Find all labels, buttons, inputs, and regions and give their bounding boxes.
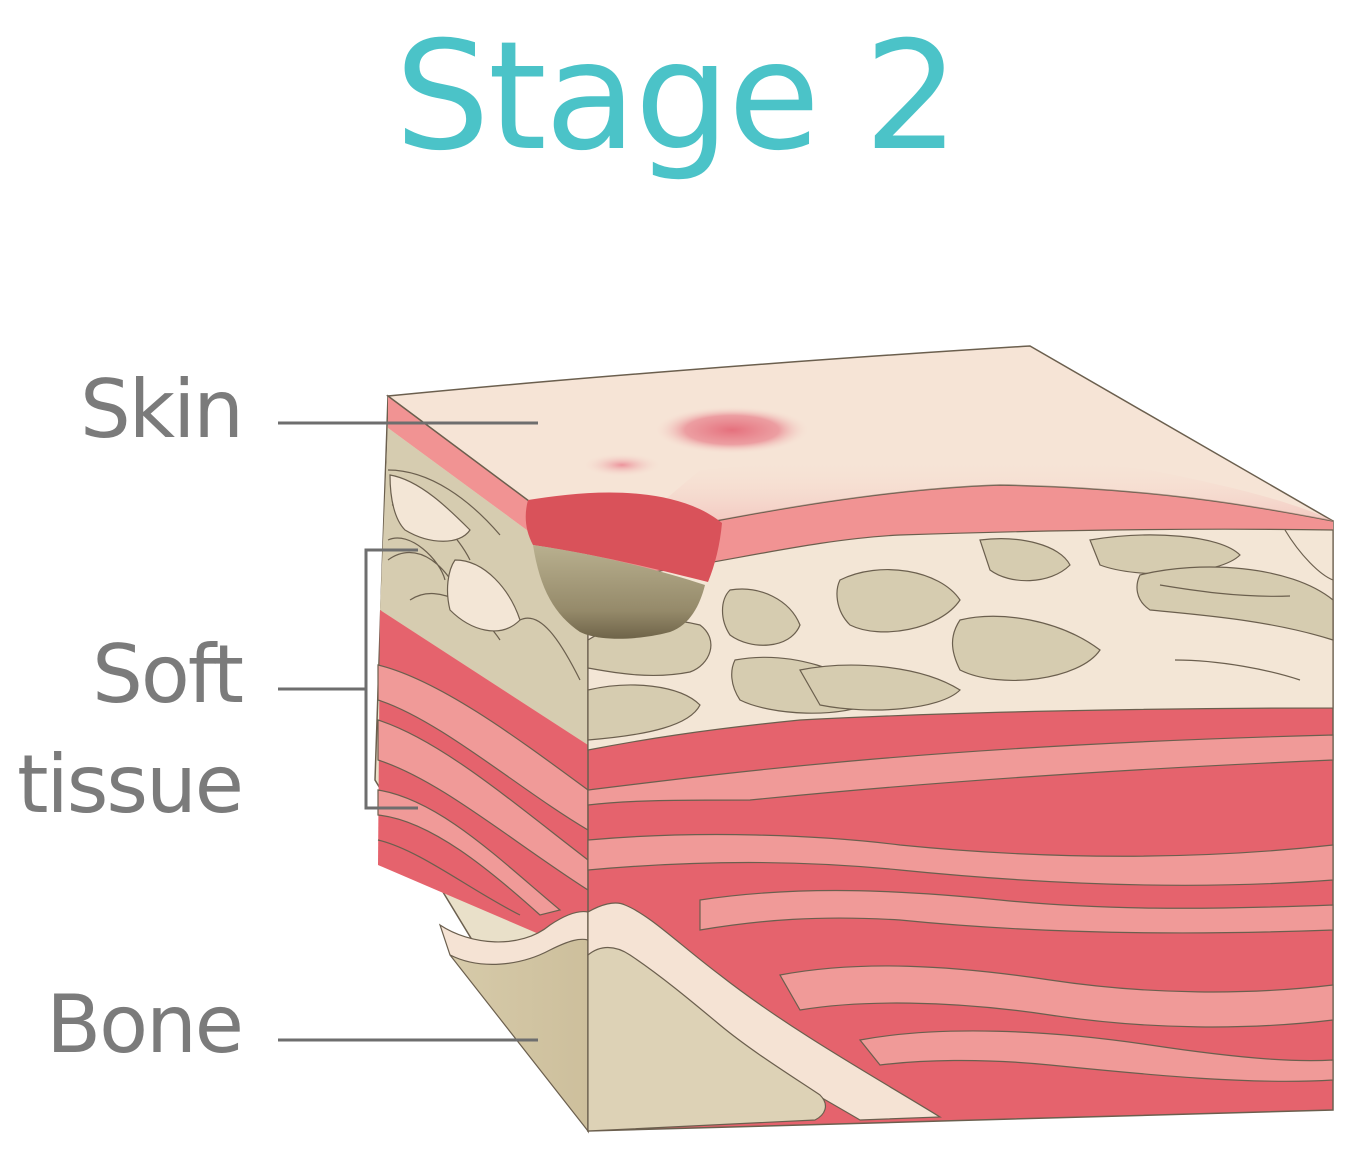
soft-tissue-bracket (364, 548, 418, 810)
label-bone: Bone (46, 978, 244, 1071)
label-soft-tissue-line2: tissue (17, 738, 244, 831)
cube-front-face (587, 485, 1334, 1132)
leader-lines (278, 421, 538, 1042)
label-soft-tissue-line1: Soft (92, 628, 244, 721)
label-skin: Skin (79, 363, 244, 456)
ulcer-wound (525, 492, 722, 639)
diagram-title: Stage 2 (394, 10, 960, 184)
